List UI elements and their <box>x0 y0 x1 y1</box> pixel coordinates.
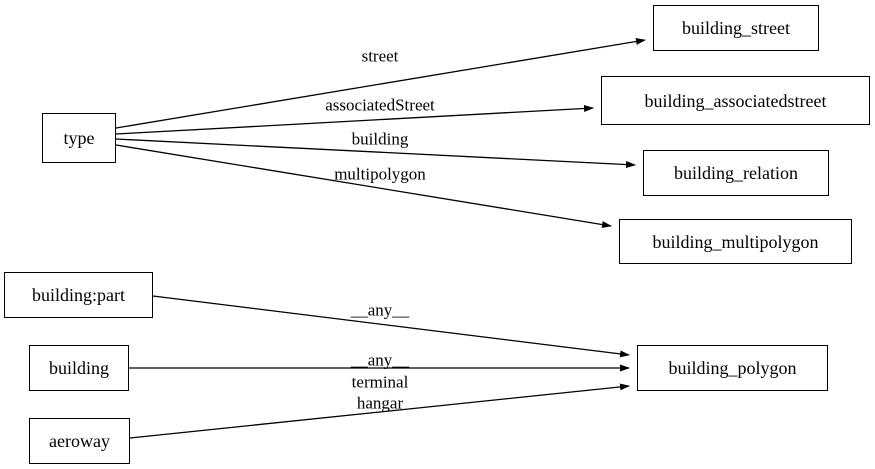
node-aeroway[interactable]: aeroway <box>29 418 130 464</box>
node-label: type <box>63 128 95 148</box>
edge-label: terminal <box>351 372 409 392</box>
edge-label: __any__ <box>350 350 410 370</box>
node-building_relation[interactable]: building_relation <box>643 150 829 196</box>
edge-label: associatedStreet <box>325 95 435 115</box>
edge-building_part-to-building_polygon <box>152 295 630 358</box>
node-building_street[interactable]: building_street <box>653 5 819 51</box>
edge-label: multipolygon <box>334 164 426 184</box>
node-label: building:part <box>32 285 125 305</box>
edge-type-to-building_associatedstreet <box>115 104 594 135</box>
edge-type-to-building_relation <box>115 138 636 169</box>
edge-aeroway-to-building_polygon <box>129 383 630 439</box>
node-label: aeroway <box>49 431 110 451</box>
node-type[interactable]: type <box>42 113 116 163</box>
edge-label: __any__ <box>350 300 410 320</box>
node-label: building <box>48 358 109 378</box>
node-label: building_associatedstreet <box>644 90 827 111</box>
node-building_part[interactable]: building:part <box>4 272 153 318</box>
node-building_polygon[interactable]: building_polygon <box>637 345 828 391</box>
edge-type-to-building_multipolygon <box>115 144 612 229</box>
node-building[interactable]: building <box>29 345 129 391</box>
edge-type-to-building_street <box>115 38 646 129</box>
node-building_associatedstreet[interactable]: building_associatedstreet <box>601 76 870 125</box>
edge-label: street <box>361 46 399 66</box>
edge-label: building <box>351 129 409 149</box>
node-label: building_street <box>682 18 790 38</box>
node-building_multipolygon[interactable]: building_multipolygon <box>619 219 852 264</box>
node-label: building_relation <box>674 163 798 183</box>
edge-paths <box>115 38 646 439</box>
node-label: building_polygon <box>668 358 797 378</box>
edge-label: hangar <box>356 393 404 413</box>
node-label: building_multipolygon <box>652 231 819 252</box>
